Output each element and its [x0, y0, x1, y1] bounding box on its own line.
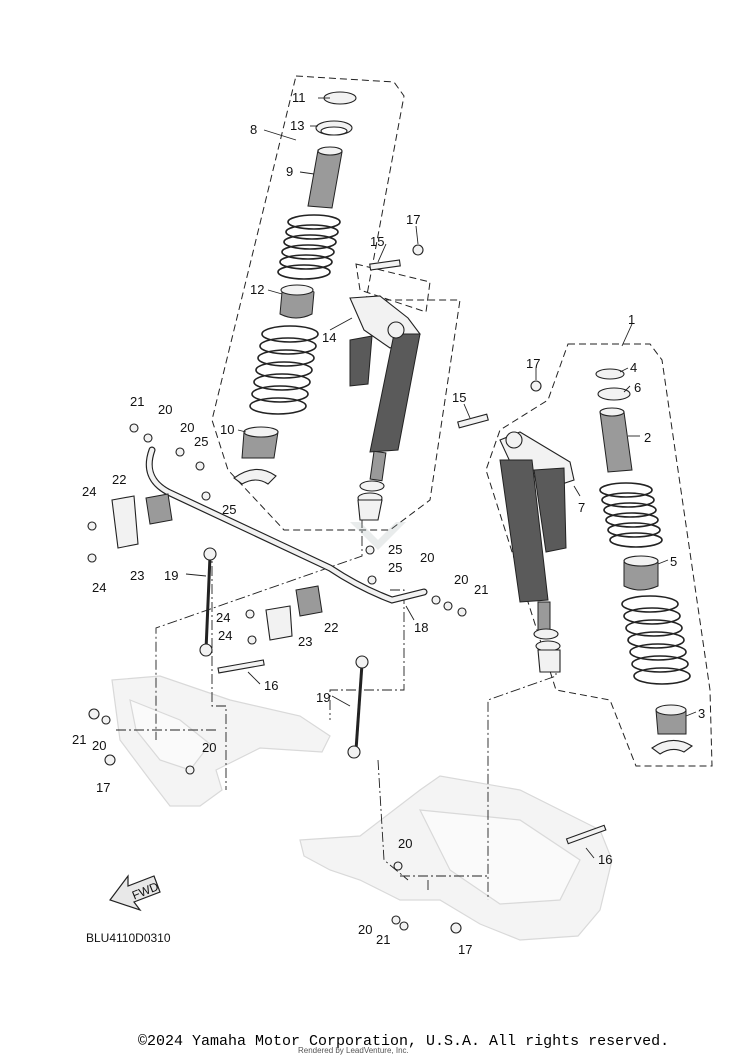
- callout-22-right[interactable]: 22: [324, 620, 338, 635]
- callout-20-e[interactable]: 20: [92, 738, 106, 753]
- callout-18[interactable]: 18: [414, 620, 428, 635]
- callout-24-b[interactable]: 24: [92, 580, 106, 595]
- bolt-group-box-upper: [355, 263, 431, 313]
- callout-17-bottom[interactable]: 17: [458, 942, 472, 957]
- callout-10[interactable]: 10: [220, 422, 234, 437]
- callout-25-b[interactable]: 25: [222, 502, 236, 517]
- callout-19-right[interactable]: 19: [316, 690, 330, 705]
- callout-5[interactable]: 5: [670, 554, 677, 569]
- callout-20-a[interactable]: 20: [158, 402, 172, 417]
- reservoir: [349, 335, 373, 387]
- fwd-arrow-icon: FWD: [109, 874, 161, 912]
- bump-stop-9: [307, 149, 343, 209]
- link-19-right: [347, 655, 369, 759]
- callout-9[interactable]: 9: [286, 164, 293, 179]
- callout-4[interactable]: 4: [630, 360, 637, 375]
- spring-assembly-1: [595, 368, 693, 755]
- callout-13[interactable]: 13: [290, 118, 304, 133]
- callout-20-c[interactable]: 20: [420, 550, 434, 565]
- shock-body-right: [499, 459, 549, 603]
- callout-17-right[interactable]: 17: [526, 356, 540, 371]
- callout-20-b[interactable]: 20: [180, 420, 194, 435]
- footer-rendered-by: Rendered by LeadVenture, Inc.: [298, 1046, 409, 1055]
- callout-12[interactable]: 12: [250, 282, 264, 297]
- bolt-16-left: [217, 659, 265, 674]
- lower-spring: [249, 325, 319, 415]
- callout-7[interactable]: 7: [578, 500, 585, 515]
- callout-3[interactable]: 3: [698, 706, 705, 721]
- bump-stop-2: [599, 411, 633, 473]
- callout-16-left[interactable]: 16: [264, 678, 278, 693]
- callout-2[interactable]: 2: [644, 430, 651, 445]
- ring-6: [597, 387, 631, 401]
- shock-absorber-7: [499, 431, 575, 673]
- fwd-label: FWD: [130, 879, 161, 902]
- callout-20-d[interactable]: 20: [454, 572, 468, 587]
- callout-17-left[interactable]: 17: [96, 780, 110, 795]
- upper-spring: [277, 214, 341, 280]
- fasteners: [87, 244, 607, 934]
- swingarm-left-ghost: [111, 675, 331, 807]
- lower-spring-right: [621, 595, 691, 685]
- shock-assembly-8-box: [211, 75, 461, 531]
- callout-15-upper[interactable]: 15: [370, 234, 384, 249]
- callout-21-a[interactable]: 21: [130, 394, 144, 409]
- bracket-23-right: [265, 605, 293, 641]
- nut-17: [412, 244, 424, 256]
- callout-21-d[interactable]: 21: [376, 932, 390, 947]
- callout-11[interactable]: 11: [292, 90, 306, 105]
- callout-20-g[interactable]: 20: [398, 836, 412, 851]
- callout-15-lower[interactable]: 15: [452, 390, 466, 405]
- callout-23-left[interactable]: 23: [130, 568, 144, 583]
- link-19-left: [199, 547, 217, 657]
- shock-assembly-1-box: [485, 343, 713, 767]
- callout-23-right[interactable]: 23: [298, 634, 312, 649]
- callout-16-right[interactable]: 16: [598, 852, 612, 867]
- swingarm-right-ghost: [299, 775, 613, 941]
- callout-labels: 1 2 3 4 5 6 7 8 9 10 11 12 13 14 15 15 1…: [72, 90, 705, 957]
- callout-24-a[interactable]: 24: [82, 484, 96, 499]
- callout-24-c[interactable]: 24: [216, 610, 230, 625]
- callout-25-c[interactable]: 25: [388, 542, 402, 557]
- bushing-22-left: [145, 493, 173, 525]
- bushing-22-right: [295, 585, 323, 617]
- bolt-15-upper: [369, 259, 401, 271]
- spring-assembly-8: [233, 91, 357, 485]
- callout-21-b[interactable]: 21: [474, 582, 488, 597]
- callout-21-c[interactable]: 21: [72, 732, 86, 747]
- figure-code: BLU4110D0310: [86, 931, 171, 945]
- retainer-clip: [233, 468, 277, 485]
- callout-25-d[interactable]: 25: [388, 560, 402, 575]
- callout-1[interactable]: 1: [628, 312, 635, 327]
- callout-8[interactable]: 8: [250, 122, 257, 137]
- leader-lines: [185, 97, 697, 859]
- circlip-4: [595, 368, 625, 380]
- callout-6[interactable]: 6: [634, 380, 641, 395]
- callout-20-f[interactable]: 20: [202, 740, 216, 755]
- bolt-15-lower: [457, 413, 489, 429]
- bracket-23-left: [111, 495, 139, 549]
- bolt-16-right: [565, 824, 607, 845]
- stabilizer-assembly: [111, 446, 428, 759]
- callout-17-upper[interactable]: 17: [406, 212, 420, 227]
- shock-body: [369, 333, 421, 453]
- footer-copyright: ©2024 Yamaha Motor Corporation, U.S.A. A…: [138, 1033, 670, 1050]
- callout-22-left[interactable]: 22: [112, 472, 126, 487]
- callout-20-h[interactable]: 20: [358, 922, 372, 937]
- shock-absorber-14: [349, 295, 421, 521]
- upper-spring-right: [599, 482, 663, 548]
- watermark-logo: [350, 522, 406, 550]
- callout-24-d[interactable]: 24: [218, 628, 232, 643]
- callout-14[interactable]: 14: [322, 330, 336, 345]
- callout-25-a[interactable]: 25: [194, 434, 208, 449]
- reservoir-right: [533, 467, 567, 553]
- callout-19-left[interactable]: 19: [164, 568, 178, 583]
